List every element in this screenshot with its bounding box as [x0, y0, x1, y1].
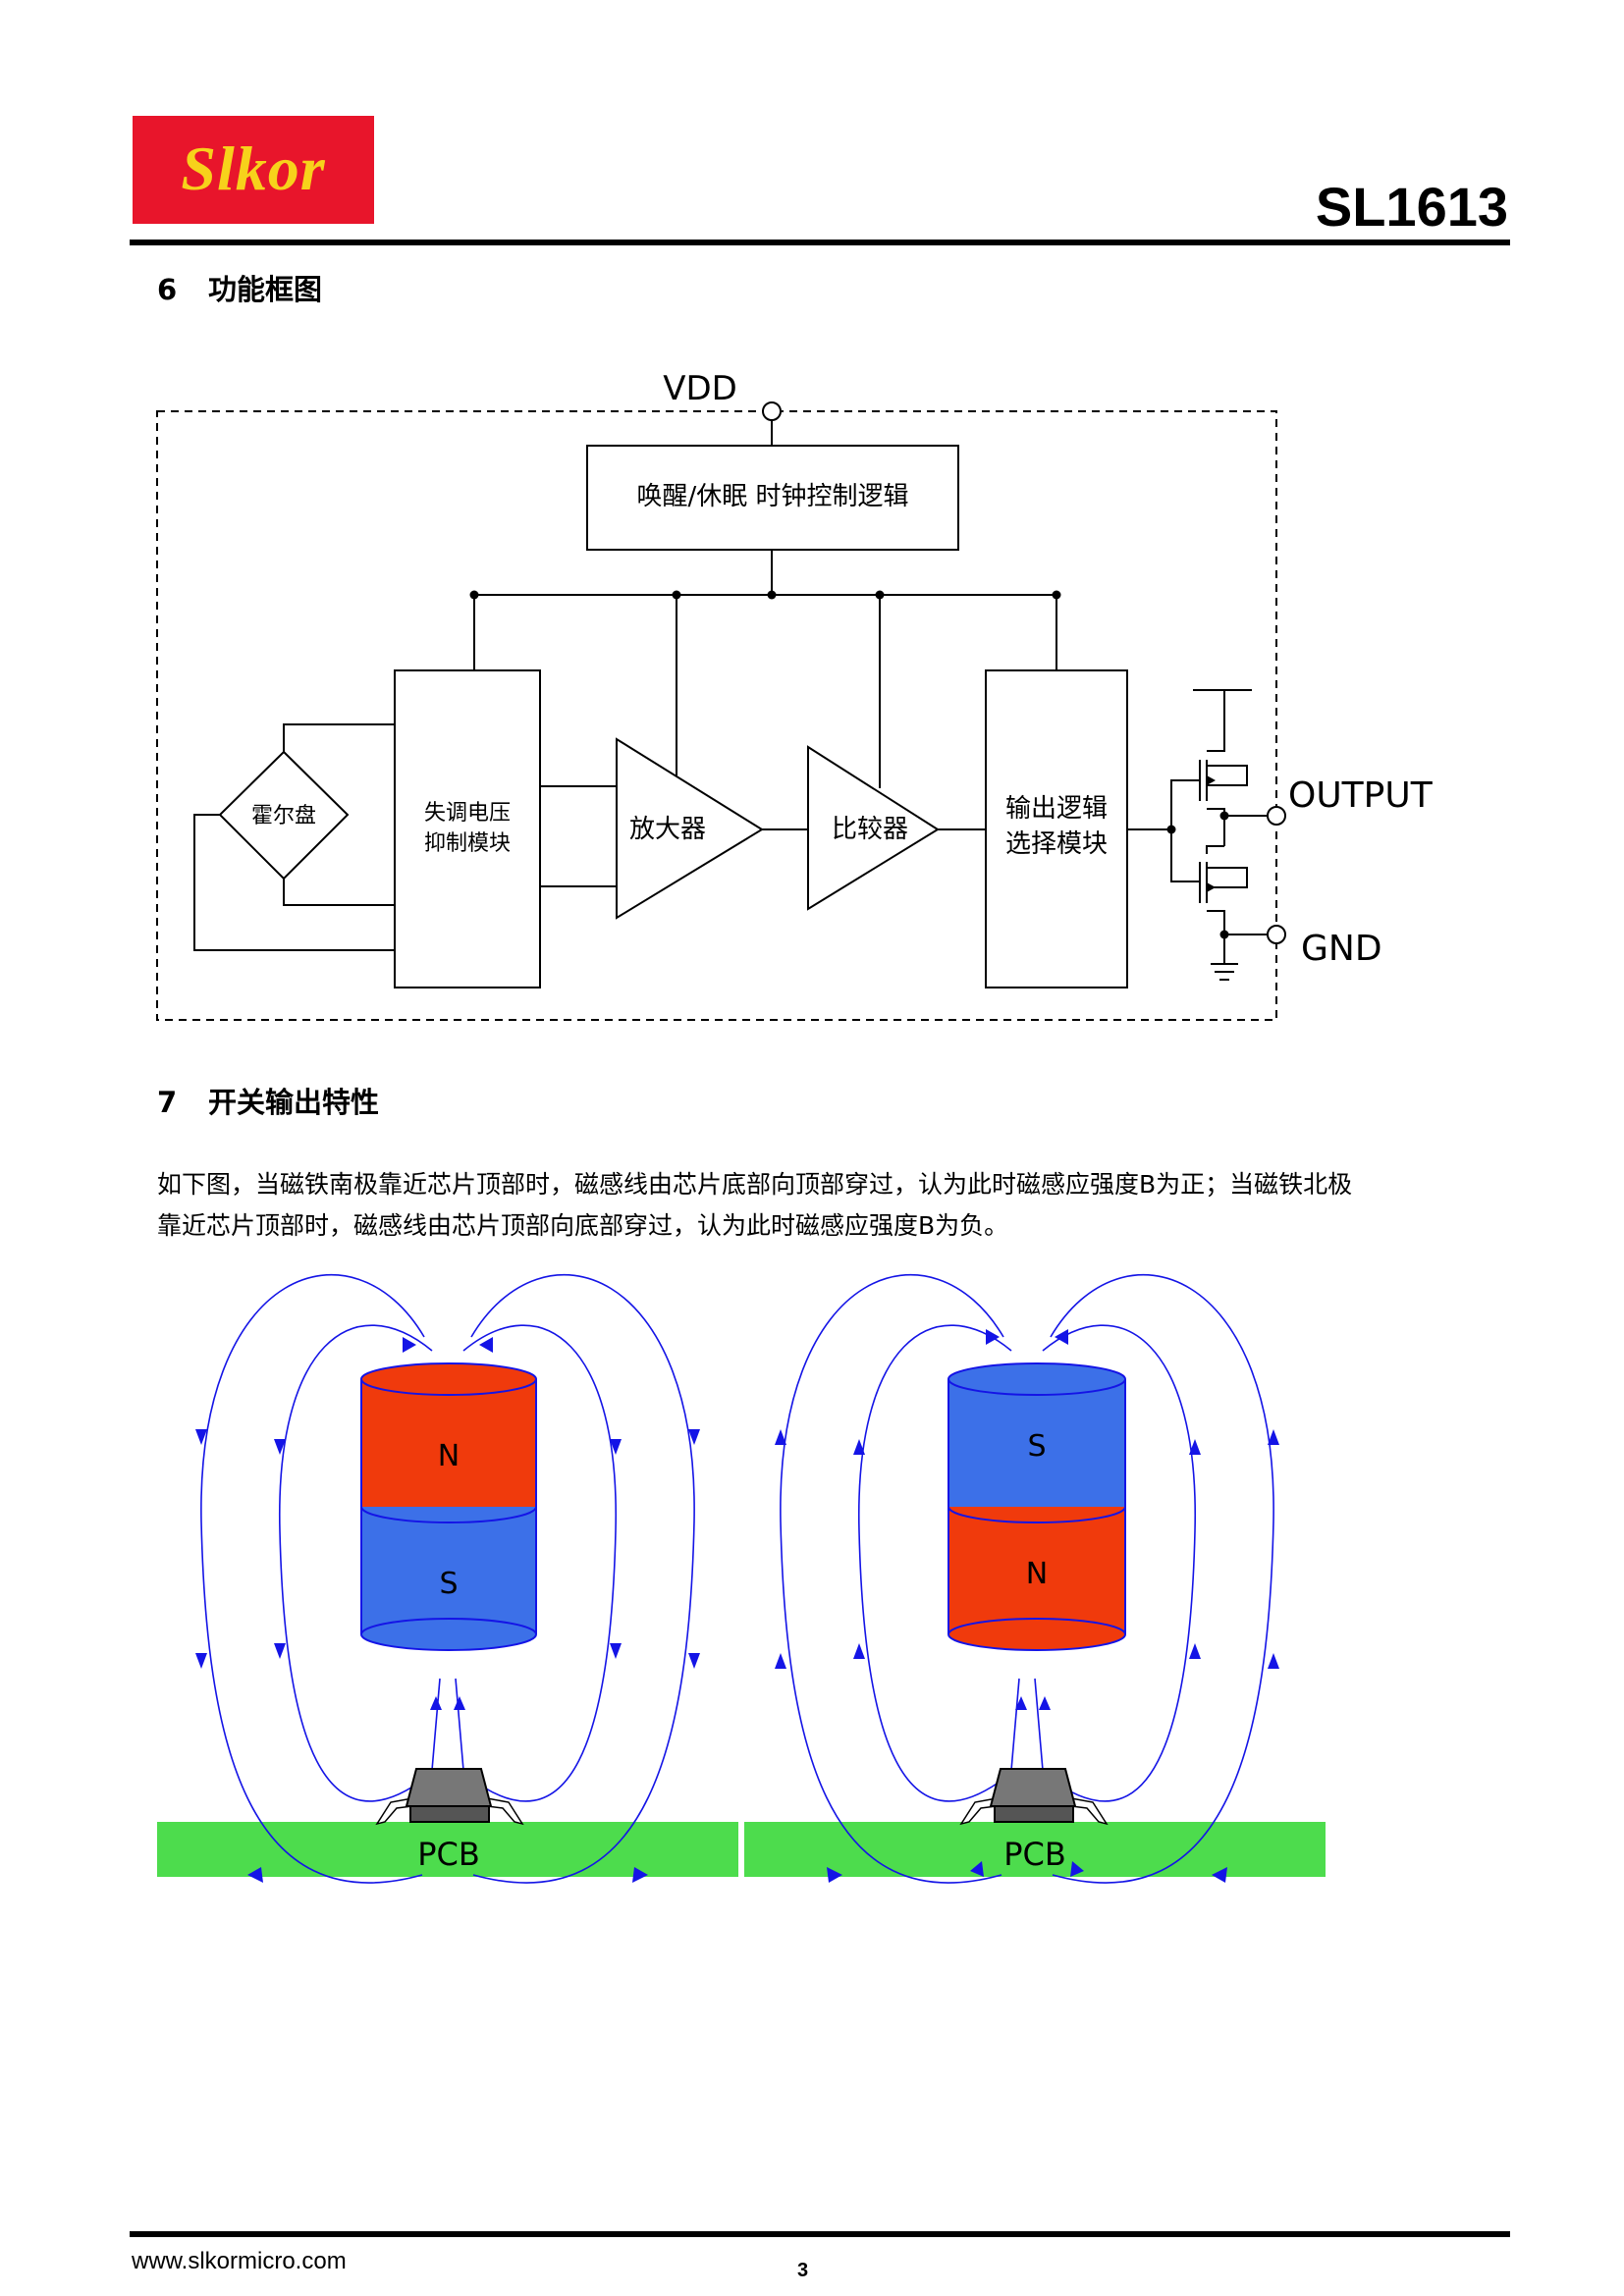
amplifier-label: 放大器: [629, 815, 706, 844]
brand-logo: [133, 116, 374, 224]
right-pcb-label: PCB: [1003, 1836, 1066, 1873]
comparator-symbol: [807, 745, 940, 911]
section-6-heading: 6 功能框图: [157, 267, 322, 308]
brand-logo-text: Slkor: [181, 133, 326, 203]
switch-description: 如下图，当磁铁南极靠近芯片顶部时，磁感线由芯片底部向顶部穿过，认为此时磁感应强度…: [157, 1164, 1502, 1247]
pcb-board-left: [157, 1822, 738, 1877]
right-bottom-pole-label: N: [1026, 1557, 1048, 1591]
amplifier-symbol: [616, 737, 764, 920]
right-hall-chip: [959, 1768, 1109, 1826]
left-magnet-top-pole: [361, 1379, 536, 1507]
left-magnet-assembly: N S PCB: [195, 1273, 700, 1884]
right-top-pole-label: S: [1027, 1429, 1046, 1464]
chip-boundary: [156, 410, 1277, 1021]
left-bottom-pole-label: S: [439, 1567, 458, 1601]
section-7-number: 7: [157, 1086, 178, 1119]
offset-block-line2: 抑制模块: [424, 831, 511, 856]
right-magnet-assembly: S N PCB: [775, 1273, 1279, 1884]
gnd-pin: [1267, 925, 1286, 944]
output-driver: [1127, 689, 1268, 981]
header-divider: [130, 240, 1510, 245]
part-number: SL1613: [1315, 176, 1508, 238]
gnd-label: GND: [1301, 929, 1382, 969]
description-line-2: 靠近芯片顶部时，磁感线由芯片顶部向底部穿过，认为此时磁感应强度B为负。: [157, 1211, 1009, 1240]
left-top-pole-label: N: [438, 1439, 460, 1473]
output-logic-line2: 选择模块: [1005, 829, 1108, 859]
left-pcb-label: PCB: [417, 1836, 480, 1873]
section-6-number: 6: [157, 273, 178, 306]
vdd-pin: [762, 401, 782, 421]
page-number: 3: [797, 2260, 809, 2281]
section-7-heading: 7 开关输出特性: [157, 1080, 379, 1121]
output-label: OUTPUT: [1288, 775, 1434, 816]
output-pin: [1267, 806, 1286, 826]
output-logic-block: [985, 669, 1128, 988]
footer-divider: [130, 2231, 1510, 2237]
comparator-label: 比较器: [832, 815, 908, 844]
offset-block-line1: 失调电压: [424, 801, 511, 826]
left-magnet-bottom-pole: [361, 1507, 536, 1634]
clock-control-label: 唤醒/休眠 时钟控制逻辑: [636, 482, 908, 511]
description-line-1: 如下图，当磁铁南极靠近芯片顶部时，磁感线由芯片底部向顶部穿过，认为此时磁感应强度…: [157, 1170, 1353, 1199]
offset-cancel-block: [394, 669, 541, 988]
output-logic-line1: 输出逻辑: [1005, 794, 1108, 824]
right-magnet-top-pole: [948, 1379, 1125, 1507]
footer-website-link[interactable]: www.slkormicro.com: [132, 2248, 347, 2274]
right-magnet-bottom-pole: [948, 1507, 1125, 1634]
section-7-title: 开关输出特性: [208, 1086, 380, 1119]
left-hall-chip: [375, 1768, 524, 1826]
vdd-label: VDD: [663, 369, 737, 408]
section-6-title: 功能框图: [208, 273, 323, 306]
magnetic-field-figure: N S PCB: [157, 1273, 1326, 1884]
hall-plate-label: 霍尔盘: [251, 804, 316, 828]
left-field-arrows: [195, 1337, 700, 1883]
functional-block-diagram: VDD 唤醒/休眠 时钟控制逻辑 霍尔盘 失调电压 抑制模块 放大器 比较器 输…: [156, 369, 1434, 1021]
pcb-board-right: [744, 1822, 1326, 1877]
